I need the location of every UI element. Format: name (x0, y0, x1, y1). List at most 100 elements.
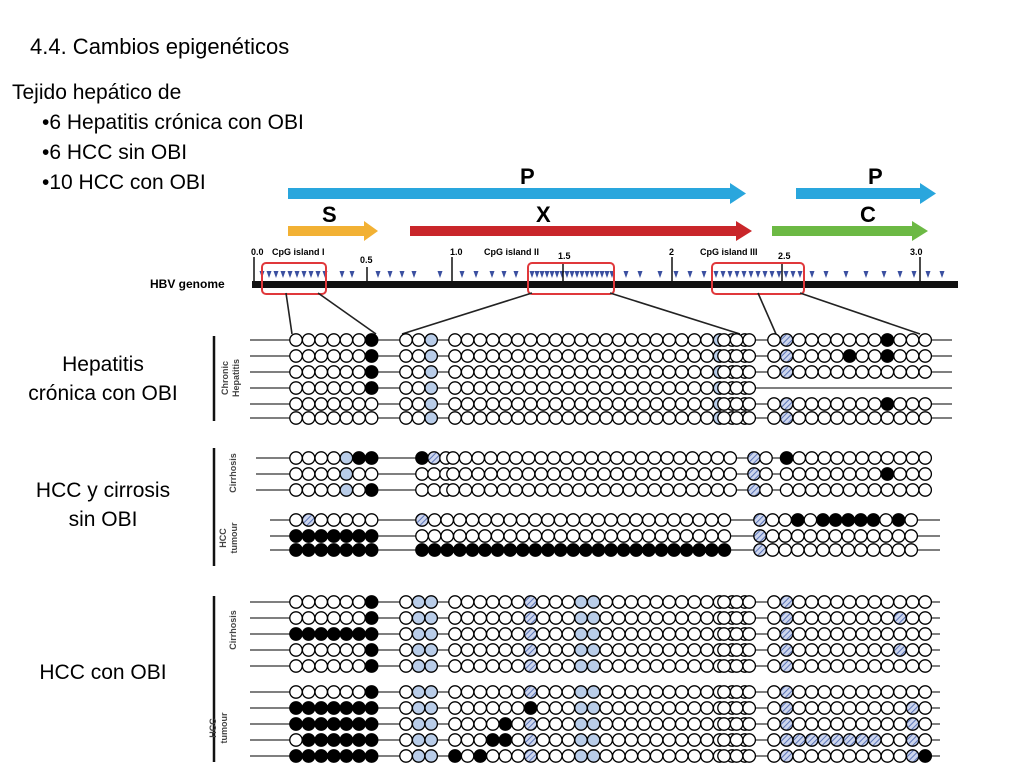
cpg-lollipop (880, 749, 895, 763)
cpg-lollipop (521, 467, 536, 481)
cpg-lollipop (301, 451, 316, 465)
cpg-lollipop (364, 543, 379, 557)
cpg-lollipop (662, 643, 677, 657)
cpg-lollipop (289, 483, 303, 497)
cpg-lollipop (717, 685, 731, 699)
cpg-lollipop (855, 685, 870, 699)
cpg-lollipop (662, 685, 677, 699)
cpg-lollipop (667, 513, 681, 527)
cpg-lollipop (742, 333, 757, 347)
cpg-lollipop (662, 701, 677, 715)
label-hcc-obi: HCC con OBI (39, 661, 167, 684)
cpg-lollipop (842, 365, 857, 379)
cpg-lollipop (616, 513, 631, 527)
cpg-island-box (527, 262, 615, 295)
cpg-lollipop (647, 467, 662, 481)
cpg-lollipop (700, 381, 714, 395)
cpg-lollipop (314, 701, 329, 715)
cpg-lollipop (700, 611, 714, 625)
cpg-lollipop (411, 717, 426, 731)
cpg-lollipop (622, 483, 637, 497)
cpg-lollipop (842, 717, 857, 731)
gene-label-s: S (322, 202, 337, 227)
cpg-site-marker (459, 271, 465, 278)
cpg-lollipop (446, 467, 460, 481)
cpg-lollipop (611, 643, 626, 657)
cpg-lollipop (767, 397, 781, 411)
cpg-lollipop (867, 365, 882, 379)
cpg-lollipop (830, 749, 844, 763)
cpg-lollipop (574, 685, 588, 699)
cpg-lollipop (541, 529, 555, 543)
cpg-lollipop (339, 381, 354, 395)
cpg-lollipop (817, 659, 832, 673)
cpg-lollipop (448, 365, 462, 379)
cpg-lollipop (339, 659, 354, 673)
cpg-lollipop (842, 451, 857, 465)
cpg-lollipop (561, 643, 576, 657)
cpg-lollipop (879, 513, 893, 527)
cpg-lollipop (498, 333, 513, 347)
cpg-site-marker (637, 271, 643, 278)
cpg-lollipop (687, 701, 702, 715)
cpg-lollipop (700, 749, 714, 763)
cpg-site-marker (594, 271, 600, 278)
cpg-lollipop (622, 467, 637, 481)
cpg-lollipop (326, 513, 341, 527)
cpg-lollipop (548, 611, 563, 625)
cpg-lollipop (893, 701, 907, 715)
cpg-lollipop (399, 643, 413, 657)
cpg-lollipop (704, 513, 719, 527)
cpg-lollipop (448, 659, 462, 673)
cpg-lollipop (515, 543, 530, 557)
cpg-lollipop (574, 701, 588, 715)
cpg-lollipop (624, 397, 639, 411)
cpg-lollipop (574, 717, 588, 731)
cpg-lollipop (880, 595, 895, 609)
cpg-lollipop (364, 513, 379, 527)
cpg-lollipop (637, 595, 651, 609)
cpg-lollipop (561, 659, 576, 673)
cpg-lollipop (855, 701, 870, 715)
cpg-lollipop (893, 643, 907, 657)
cpg-lollipop (893, 611, 907, 625)
cpg-lollipop (742, 717, 757, 731)
cpg-lollipop (779, 627, 794, 641)
cpg-lollipop (427, 543, 442, 557)
cpg-lollipop (496, 451, 511, 465)
cpg-lollipop (855, 397, 870, 411)
cpg-lollipop (301, 513, 316, 527)
cpg-lollipop (880, 451, 895, 465)
cpg-lollipop (880, 333, 895, 347)
cpg-lollipop (561, 411, 576, 425)
cpg-lollipop (742, 749, 757, 763)
cpg-lollipop (830, 685, 844, 699)
cpg-lollipop (893, 685, 907, 699)
cpg-lollipop (747, 467, 761, 481)
cpg-lollipop (880, 411, 895, 425)
cpg-lollipop (637, 733, 651, 747)
gene-label-c: C (860, 202, 876, 227)
cpg-lollipop (473, 365, 488, 379)
cpg-lollipop (424, 627, 439, 641)
cpg-lollipop (574, 749, 588, 763)
cpg-lollipop (790, 529, 805, 543)
cpg-lollipop (649, 717, 664, 731)
cpg-lollipop (729, 381, 744, 395)
cpg-lollipop (452, 543, 467, 557)
cpg-lollipop (424, 411, 439, 425)
cpg-lollipop (424, 733, 439, 747)
cpg-lollipop (352, 595, 366, 609)
cpg-lollipop (817, 349, 832, 363)
cpg-lollipop (604, 529, 618, 543)
cpg-lollipop (704, 529, 719, 543)
cpg-lollipop (717, 397, 731, 411)
cpg-site-marker (687, 271, 693, 278)
cpg-lollipop (624, 659, 639, 673)
cpg-lollipop (586, 643, 601, 657)
cpg-lollipop (611, 749, 626, 763)
cpg-lollipop (511, 611, 525, 625)
cpg-lollipop (599, 333, 614, 347)
cpg-lollipop (301, 333, 316, 347)
cpg-lollipop (803, 529, 818, 543)
